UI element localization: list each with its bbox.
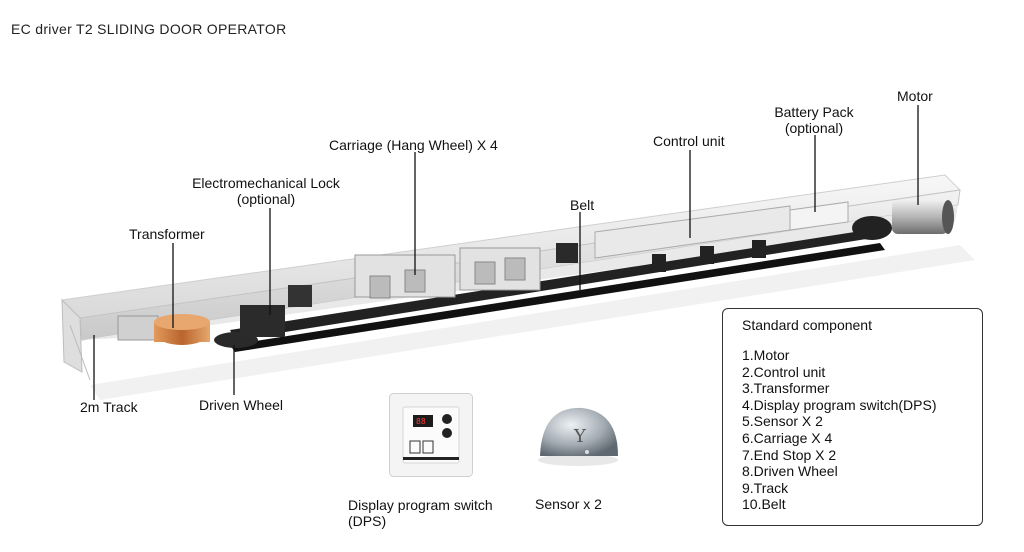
battery-pack-label: Battery Pack (optional) (766, 104, 862, 136)
dps-label: Display program switch (DPS) (348, 497, 493, 529)
legend-item: 5.Sensor X 2 (742, 413, 823, 430)
lock-note: (optional) (236, 191, 296, 207)
legend-item: 8.Driven Wheel (742, 463, 838, 480)
sensor-label: Sensor x 2 (535, 496, 602, 512)
svg-text:Y: Y (573, 426, 587, 447)
legend-title: Standard component (742, 317, 872, 333)
motor-part (852, 200, 954, 240)
belt-label: Belt (570, 197, 595, 213)
legend-item: 3.Transformer (742, 380, 830, 397)
battery-pack-label-text: Battery Pack (774, 104, 854, 120)
driven-wheel-part (214, 285, 312, 348)
legend-item: 10.Belt (742, 496, 786, 513)
legend-item: 2.Control unit (742, 363, 826, 380)
dps-label-line1: Display program switch (348, 497, 493, 513)
legend-item: 9.Track (742, 479, 789, 496)
legend-item: 1.Motor (742, 347, 790, 363)
belt (230, 228, 885, 352)
transformer-label: Transformer (129, 226, 205, 242)
dps-device-image: 88 (389, 393, 473, 477)
driven-wheel-label: Driven Wheel (199, 397, 284, 413)
carriage-label: Carriage (Hang Wheel) X 4 (329, 137, 498, 153)
belt-clamp (556, 243, 578, 263)
motor-label: Motor (897, 88, 933, 104)
legend-item: 6.Carriage X 4 (742, 429, 833, 446)
transformer-part (117, 314, 210, 345)
standard-component-box: Standard component 1.Motor 2.Control uni… (722, 308, 983, 526)
legend-item: 4.Display program switch(DPS) (742, 396, 937, 413)
lock-label-text: Electromechanical Lock (192, 175, 340, 191)
control-unit-label: Control unit (653, 133, 725, 149)
legend-list: 1.Motor 2.Control unit 3.Transformer 4.D… (742, 347, 982, 513)
svg-text:88: 88 (416, 417, 426, 426)
legend-item: 7.End Stop X 2 (742, 446, 837, 463)
battery-pack-note: (optional) (784, 120, 844, 136)
track-shadow (90, 245, 975, 400)
carriage-parts (354, 247, 541, 299)
dps-label-line2: (DPS) (348, 513, 387, 529)
lock-label: Electromechanical Lock (optional) (176, 175, 356, 207)
page-title: EC driver T2 SLIDING DOOR OPERATOR (11, 21, 287, 37)
track-label: 2m Track (80, 399, 138, 415)
control-unit-part (594, 205, 791, 272)
sensor-image: Y (538, 407, 618, 466)
battery-pack-part (789, 201, 849, 231)
leader-lines (93, 105, 919, 400)
